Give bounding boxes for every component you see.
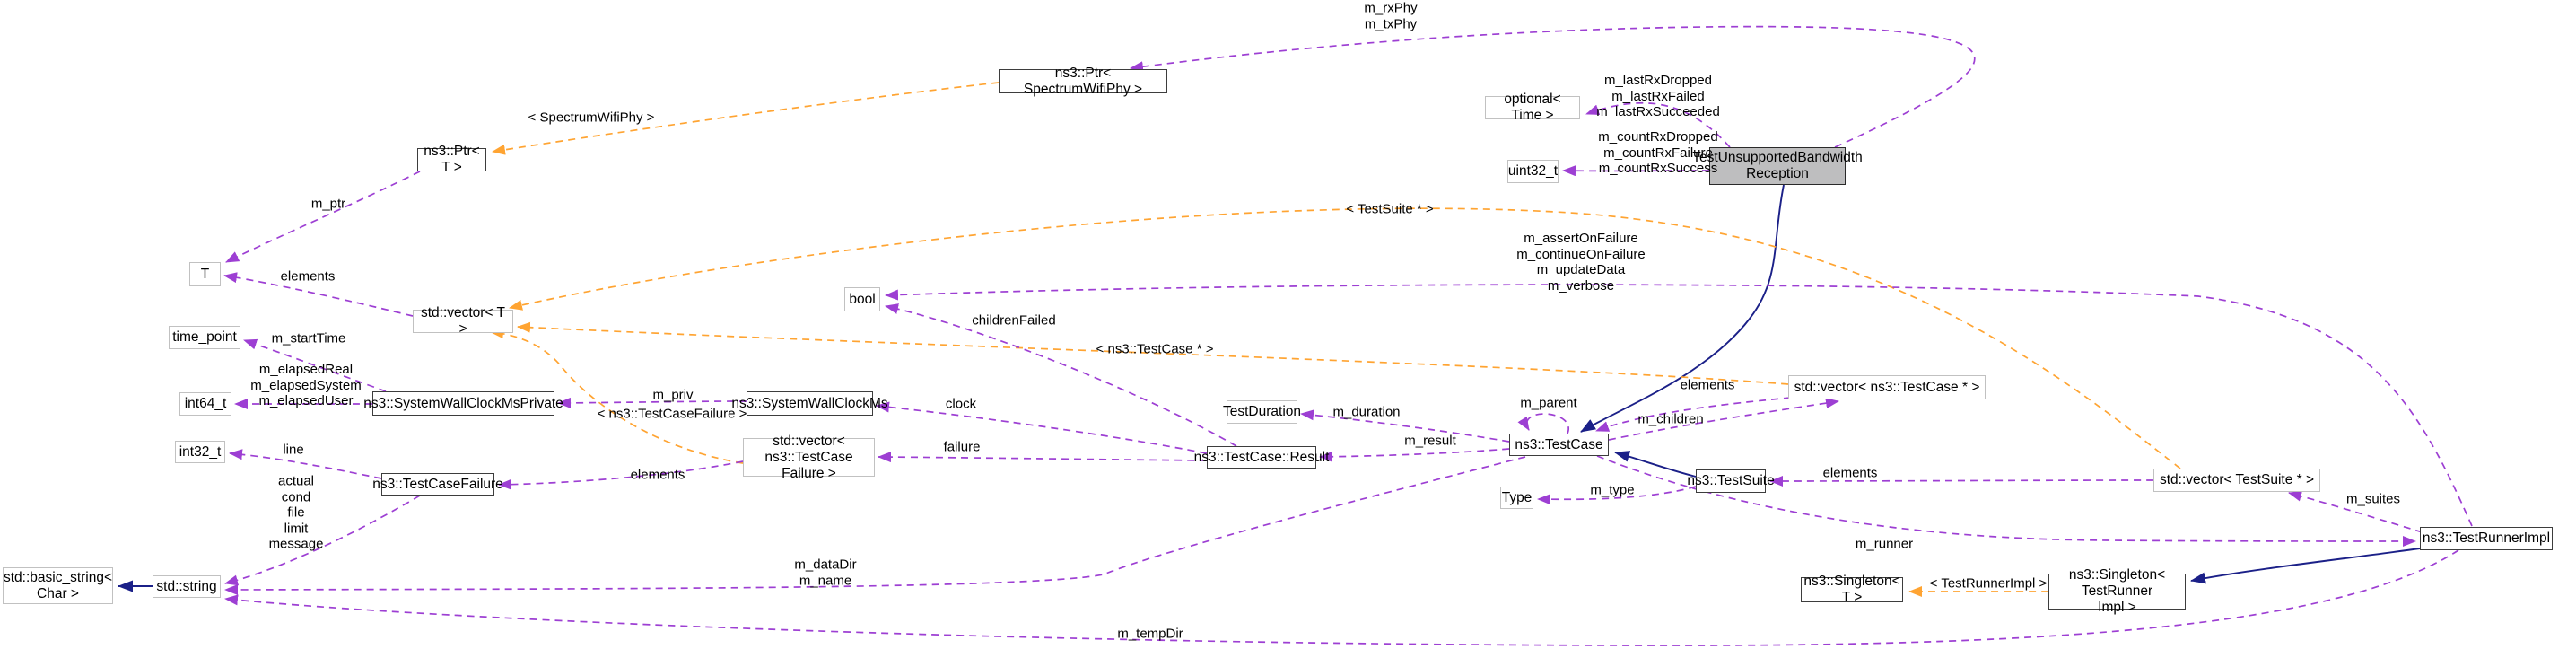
class-box-uint32-t: uint32_t bbox=[1507, 160, 1559, 183]
class-box-int64-t: int64_t bbox=[179, 392, 231, 416]
class-box-vector-t: std::vector< T > bbox=[413, 305, 513, 337]
class-box-testcase-result[interactable]: ns3::TestCase::Result bbox=[1194, 446, 1329, 469]
edge-tpl-testcasefailure-arrow bbox=[490, 328, 744, 464]
class-box-testrunnerimpl[interactable]: ns3::TestRunnerImpl bbox=[2420, 527, 2553, 550]
class-box-vector-testcase-ptr: std::vector< ns3::TestCase * > bbox=[1788, 375, 1986, 399]
class-box-vector-testsuite-ptr: std::vector< TestSuite * > bbox=[2153, 469, 2320, 492]
class-box-optional-time: optional< Time > bbox=[1485, 92, 1580, 123]
class-box-bool: bool bbox=[844, 287, 880, 311]
edge-elements-vectort-t-arrow bbox=[223, 272, 414, 317]
class-box-singleton-testrunnerimpl[interactable]: ns3::Singleton< TestRunner Impl > bbox=[2048, 567, 2186, 615]
edge-actual-cond-file-arrow bbox=[224, 495, 421, 586]
edge-failure-arrow bbox=[878, 452, 1208, 463]
class-box-time-point: time_point bbox=[169, 326, 240, 349]
edge-tpl-spectrumwifiphy-arrow bbox=[492, 82, 1000, 155]
edge-elements-vectortcf-tcf-arrow bbox=[498, 460, 744, 490]
edge-m-type-arrow bbox=[1537, 486, 1697, 505]
class-box-t: T bbox=[189, 262, 221, 286]
class-box-system-wall-clock-ms-private[interactable]: ns3::SystemWallClockMsPrivate bbox=[363, 391, 563, 416]
class-box-singleton-t[interactable]: ns3::Singleton< T > bbox=[1801, 574, 1903, 605]
edge-m-rxphy-arrow bbox=[1130, 25, 1976, 148]
class-box-basic-string: std::basic_string< Char > bbox=[3, 567, 113, 604]
edge-m-suites-arrow bbox=[2288, 490, 2423, 533]
class-box-test-unsupported-bandwidth-reception[interactable]: TestUnsupportedBandwidth Reception bbox=[1692, 147, 1863, 185]
edge-inherit-runner-singleton-inheritance-arrow bbox=[2190, 548, 2421, 584]
class-box-testduration: TestDuration bbox=[1223, 400, 1301, 424]
class-box-ptr-spectrumwifiphy[interactable]: ns3::Ptr< SpectrumWifiPhy > bbox=[999, 66, 1167, 97]
edge-elements-vectortc-testcase-arrow bbox=[1595, 397, 1792, 432]
edge-m-children-arrow bbox=[1608, 398, 1839, 441]
edge-m-runner-arrow bbox=[1596, 455, 2416, 547]
edge-m-starttime-arrow bbox=[243, 338, 387, 392]
edge-m-parent-arrow bbox=[1517, 413, 1569, 434]
edge-clock-arrow bbox=[876, 401, 1208, 454]
edge-m-assert-arrow bbox=[885, 284, 2473, 527]
class-box-system-wall-clock-ms[interactable]: ns3::SystemWallClockMs bbox=[731, 391, 888, 416]
edge-tpl-testcase-ptr-arrow bbox=[517, 321, 1789, 385]
class-box-testcasefailure[interactable]: ns3::TestCaseFailure bbox=[372, 473, 503, 496]
class-box-std-string: std::string bbox=[153, 575, 221, 598]
class-box-testcase[interactable]: ns3::TestCase bbox=[1509, 434, 1609, 456]
class-box-int32-t: int32_t bbox=[175, 441, 225, 463]
class-box-ptr-t[interactable]: ns3::Ptr< T > bbox=[417, 144, 486, 175]
edge-m-duration-arrow bbox=[1300, 409, 1510, 443]
edge-m-tempdir-arrow bbox=[224, 549, 2459, 646]
edge-m-ptr-arrow bbox=[225, 171, 421, 263]
edge-childrenfailed-arrow bbox=[885, 303, 1237, 447]
edge-line-arrow bbox=[229, 449, 382, 479]
edge-inherit-testsuite-testcase-inheritance-arrow bbox=[1614, 451, 1697, 478]
edge-m-result-arrow bbox=[1319, 448, 1510, 462]
class-box-vector-testcasefailure: std::vector< ns3::TestCase Failure > bbox=[743, 434, 875, 481]
edge-tpl-testsuite-ptr-arrow bbox=[509, 207, 2181, 469]
class-box-testsuite[interactable]: ns3::TestSuite bbox=[1687, 469, 1775, 493]
edge-m-priv-arrow bbox=[557, 397, 747, 408]
class-box-type: Type bbox=[1500, 487, 1533, 509]
edge-inherit-main-testcase-inheritance-arrow bbox=[1580, 184, 1785, 433]
edge-elements-vectorts-testsuite-arrow bbox=[1769, 475, 2154, 487]
edge-m-lastrx-arrow bbox=[1585, 101, 1731, 148]
